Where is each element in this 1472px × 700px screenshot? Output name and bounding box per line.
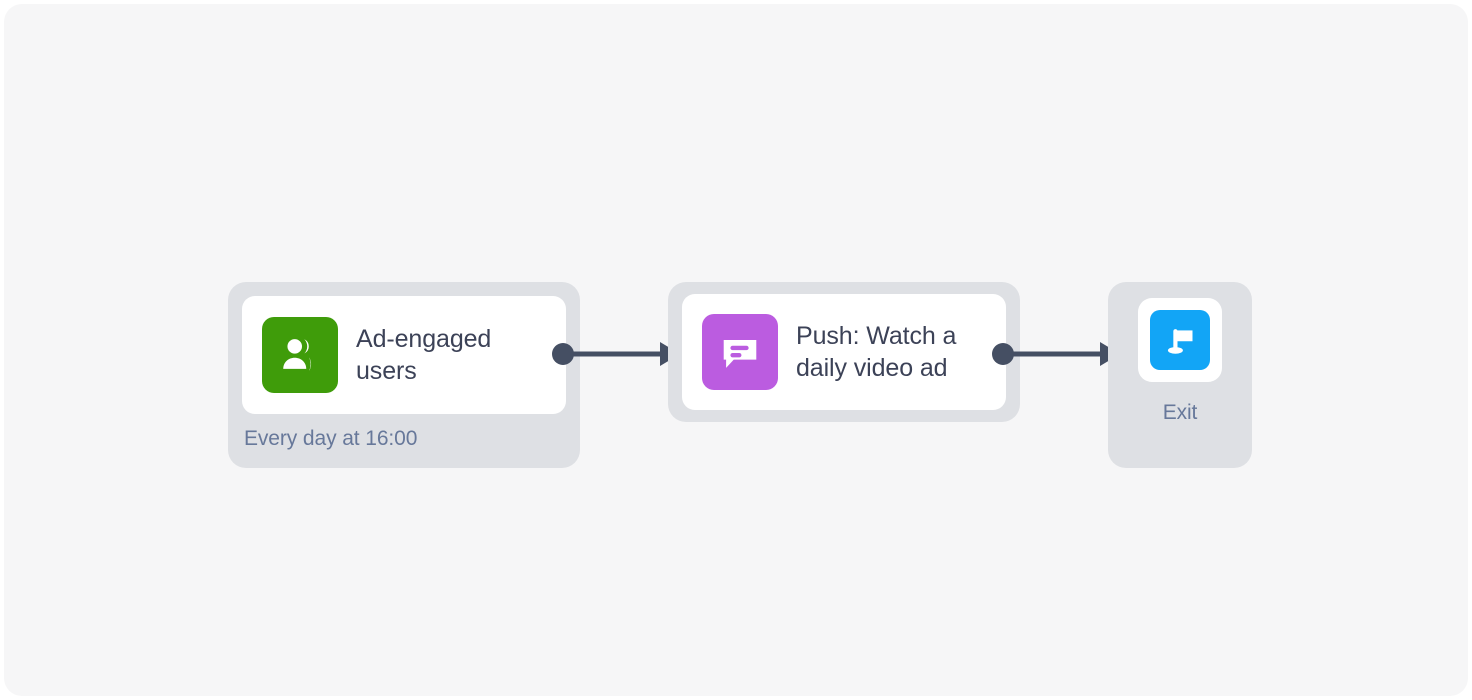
flow-node-push-title: Push: Watch a daily video ad <box>796 322 957 382</box>
flow-node-push-card[interactable]: Push: Watch a daily video ad <box>682 294 1006 410</box>
flow-node-exit-label: Exit <box>1162 401 1198 424</box>
flow-node-audience-schedule: Every day at 16:00 <box>244 427 418 450</box>
flow-node-push[interactable]: Push: Watch a daily video ad <box>668 282 1020 422</box>
flag-icon <box>1150 310 1210 370</box>
flow-node-exit[interactable]: Exit <box>1108 282 1252 468</box>
users-group-icon <box>262 317 338 393</box>
push-message-icon <box>702 314 778 390</box>
flow-node-audience-title: Ad-engaged users <box>356 325 492 385</box>
flow-node-audience-card[interactable]: Ad-engaged users <box>242 296 566 414</box>
flow-node-audience[interactable]: Ad-engaged users Every day at 16:00 <box>228 282 580 468</box>
flow-canvas[interactable]: Ad-engaged users Every day at 16:00 Push… <box>4 4 1468 696</box>
flow-node-exit-card[interactable] <box>1138 298 1222 382</box>
